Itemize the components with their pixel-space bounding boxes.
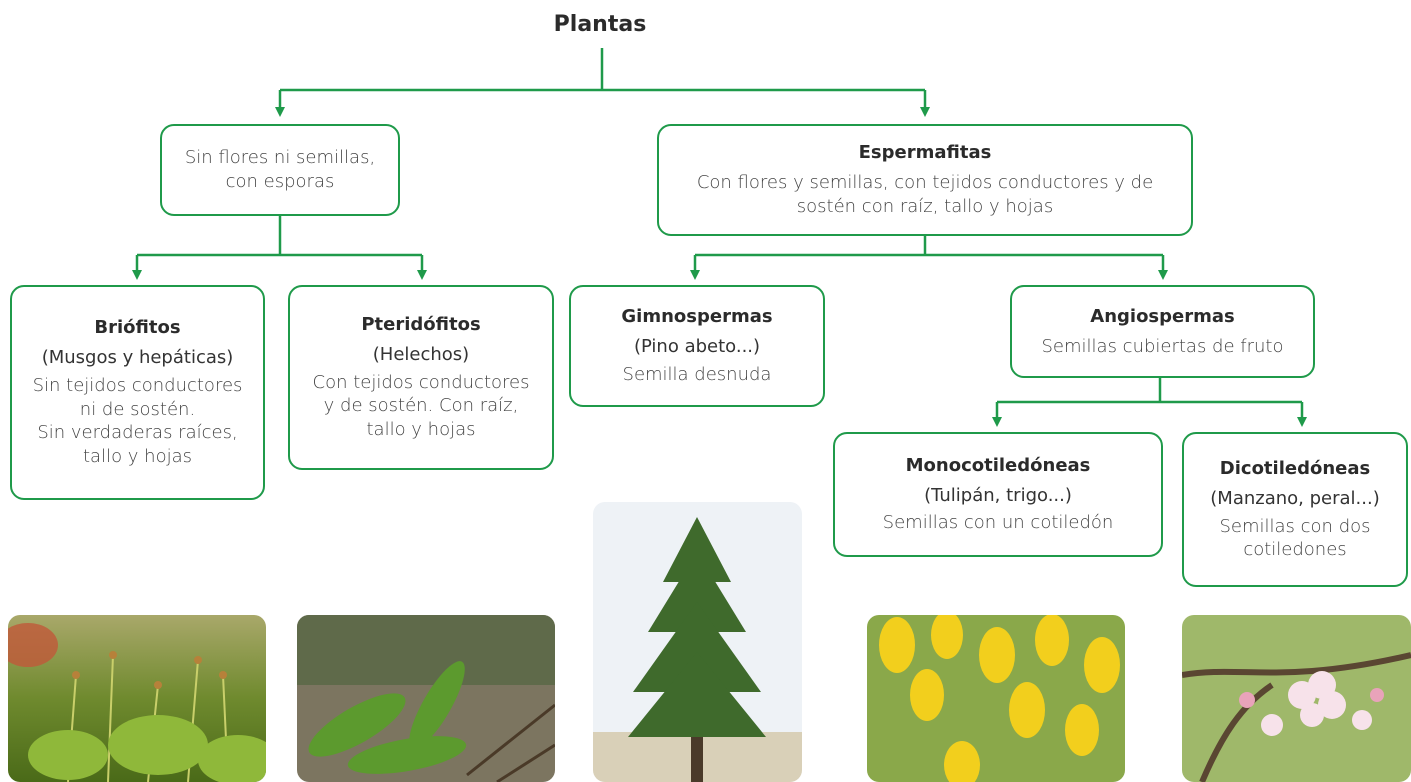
gimnospermas-box: Gimnospermas (Pino abeto...) Semilla des… — [569, 285, 825, 407]
desc-line: Con flores y semillas, con tejidos condu… — [696, 172, 1154, 194]
pteridofitos-box: Pteridófitos (Helechos) Con tejidos cond… — [288, 285, 554, 470]
gimnospermas-desc: Semilla desnuda — [623, 363, 772, 387]
dicotiledoneas-examples: (Manzano, peral...) — [1210, 487, 1380, 509]
fern-photo — [297, 615, 555, 782]
desc-line: tallo y hojas — [82, 446, 193, 468]
dicotiledoneas-desc: Semillas con dos cotiledones — [1219, 515, 1370, 563]
espermafitas-heading: Espermafitas — [858, 142, 992, 164]
moss-photo — [8, 615, 266, 782]
briofitos-desc: Sin tejidos conductores ni de sostén. Si… — [33, 374, 243, 470]
gimnospermas-heading: Gimnospermas — [621, 306, 773, 328]
dicotiledoneas-heading: Dicotiledóneas — [1219, 457, 1371, 479]
desc-line: Semilla desnuda — [622, 363, 772, 385]
monocotiledoneas-heading: Monocotiledóneas — [905, 454, 1091, 476]
tulip-photo — [867, 615, 1125, 782]
briofitos-box: Briófitos (Musgos y hepáticas) Sin tejid… — [10, 285, 265, 500]
briofitos-examples: (Musgos y hepáticas) — [41, 346, 234, 368]
desc-line: Sin tejidos conductores — [32, 374, 243, 396]
desc-line: Semillas cubiertas de fruto — [1041, 335, 1284, 357]
monocotiledoneas-box: Monocotiledóneas (Tulipán, trigo...) Sem… — [833, 432, 1163, 557]
desc-line: Sin verdaderas raíces, — [37, 422, 238, 444]
desc-line: tallo y hojas — [366, 419, 476, 441]
desc-line: sostén con raíz, tallo y hojas — [796, 195, 1054, 217]
espermafitas-box: Espermafitas Con flores y semillas, con … — [657, 124, 1193, 236]
pteridofitos-heading: Pteridófitos — [361, 313, 481, 335]
desc-line: cotiledones — [1243, 539, 1347, 561]
monocotiledoneas-desc: Semillas con un cotiledón — [883, 511, 1114, 535]
desc-line: Con tejidos conductores — [312, 371, 530, 393]
angiospermas-box: Angiospermas Semillas cubiertas de fruto — [1010, 285, 1315, 378]
pine-photo — [593, 502, 802, 782]
gimnospermas-examples: (Pino abeto...) — [633, 336, 761, 358]
pteridofitos-examples: (Helechos) — [372, 343, 470, 365]
sin-flores-desc: Sin flores ni semillas, con esporas — [185, 146, 375, 194]
desc-line: Sin flores ni semillas, — [184, 147, 376, 169]
monocotiledoneas-examples: (Tulipán, trigo...) — [924, 484, 1072, 506]
dicotiledoneas-box: Dicotiledóneas (Manzano, peral...) Semil… — [1182, 432, 1408, 587]
desc-line: Semillas con dos — [1219, 515, 1371, 537]
desc-line: con esporas — [225, 171, 335, 192]
apple-blossom-photo — [1182, 615, 1411, 782]
angiospermas-heading: Angiospermas — [1090, 305, 1235, 327]
desc-line: y de sostén. Con raíz, — [323, 395, 519, 417]
sin-flores-box: Sin flores ni semillas, con esporas — [160, 124, 400, 216]
root-title: Plantas — [553, 12, 647, 37]
desc-line: Semillas con un cotiledón — [882, 512, 1114, 534]
briofitos-heading: Briófitos — [94, 316, 181, 338]
desc-line: ni de sostén. — [79, 398, 196, 420]
espermafitas-desc: Con flores y semillas, con tejidos condu… — [697, 171, 1153, 219]
angiospermas-desc: Semillas cubiertas de fruto — [1042, 335, 1284, 359]
pteridofitos-desc: Con tejidos conductores y de sostén. Con… — [313, 371, 530, 443]
